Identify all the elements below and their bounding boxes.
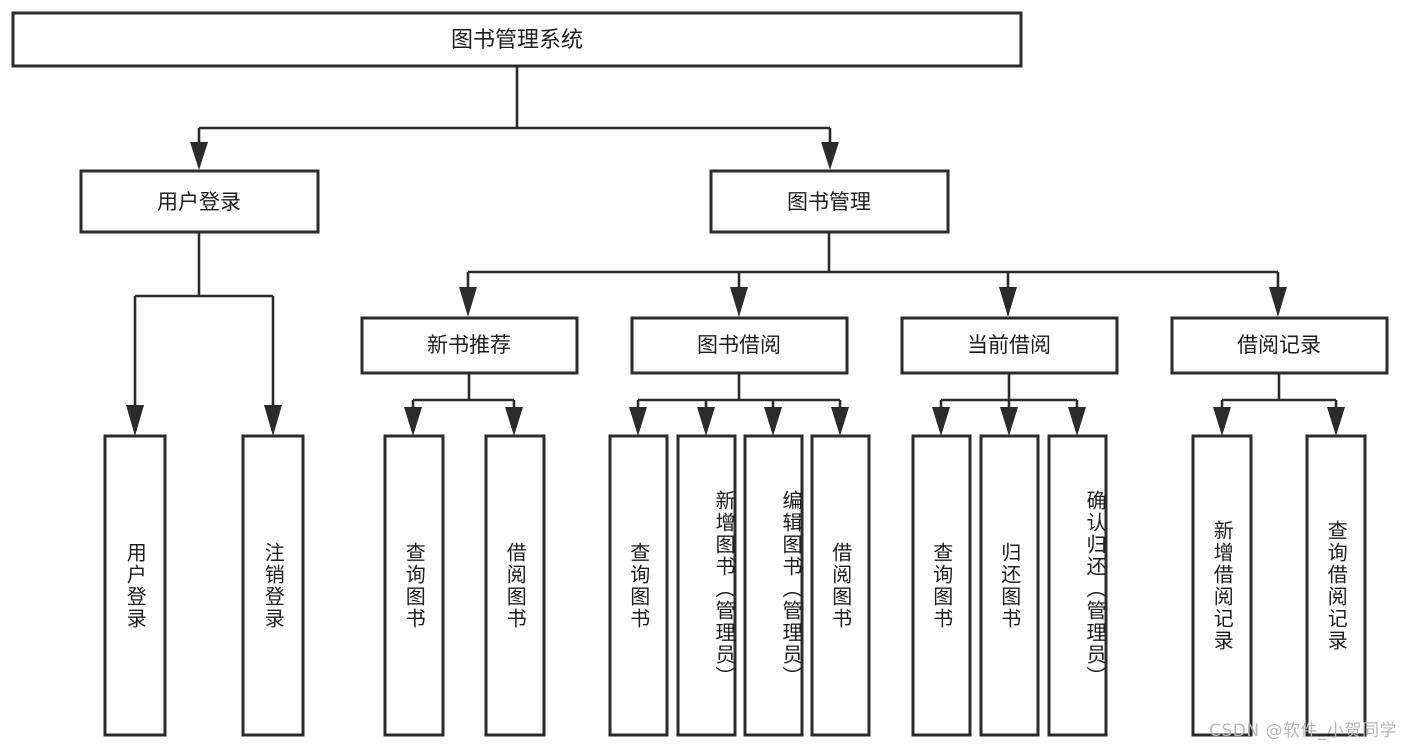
arrowhead-borrow-record (1269, 287, 1287, 317)
leaf-box-user-login[interactable] (103, 434, 167, 737)
leaf-box-add-record[interactable] (1191, 434, 1253, 737)
node-book-borrow[interactable]: 图书借阅 (630, 316, 849, 375)
borrow-record-label: 借阅记录 (1237, 333, 1321, 357)
arrowhead-leaf-query-book-3 (932, 407, 950, 436)
node-current-borrow[interactable]: 当前借阅 (900, 316, 1119, 375)
leaf-box-return-book[interactable] (979, 434, 1040, 737)
node-root[interactable]: 图书管理系统 (11, 11, 1023, 68)
arrowhead-leaf-edit-book (764, 407, 782, 436)
arrowhead-leaf-add-book (697, 407, 715, 436)
book-management-box[interactable] (709, 169, 950, 234)
arrowhead-leaf-query-book-2 (629, 407, 647, 436)
node-borrow-record[interactable]: 借阅记录 (1170, 316, 1389, 375)
root-box[interactable] (11, 11, 1023, 68)
arrowhead-leaf-user-login (126, 405, 144, 436)
borrow-record-box[interactable] (1170, 316, 1389, 375)
leaf-box-add-book[interactable] (676, 434, 737, 737)
book-borrow-label: 图书借阅 (697, 333, 781, 357)
node-new-book-recommend[interactable]: 新书推荐 (360, 316, 579, 375)
leaf-box-edit-book[interactable] (743, 434, 804, 737)
arrowhead-leaf-borrow-book-2 (831, 407, 849, 436)
leaf-box-confirm-return[interactable] (1047, 434, 1108, 737)
new-book-recommend-box[interactable] (360, 316, 579, 375)
root-label: 图书管理系统 (451, 28, 583, 53)
book-management-label: 图书管理 (787, 190, 871, 214)
arrowhead-leaf-query-record (1327, 407, 1345, 436)
current-borrow-label: 当前借阅 (967, 333, 1051, 357)
arrowhead-leaf-logout (264, 405, 282, 436)
csdn-watermark: CSDN @软件_小贺同学 (1209, 721, 1397, 741)
leaf-box-query-book-3[interactable] (911, 434, 972, 737)
leaf-box-query-record[interactable] (1305, 434, 1367, 737)
user-login-label: 用户登录 (157, 190, 241, 214)
arrowhead-leaf-borrow-book-1 (505, 407, 523, 436)
leaf-box-query-book-1[interactable] (383, 434, 445, 737)
arrowhead-new-book-recommend (459, 287, 477, 317)
leaf-box-logout[interactable] (241, 434, 305, 737)
node-user-login[interactable]: 用户登录 (79, 169, 320, 234)
arrowhead-book-borrow (730, 287, 748, 317)
leaf-box-query-book-2[interactable] (608, 434, 669, 737)
node-book-management[interactable]: 图书管理 (709, 169, 950, 234)
arrowhead-leaf-add-record (1213, 407, 1231, 436)
arrowhead-leaf-query-book-1 (404, 407, 422, 436)
leaf-box-borrow-book-2[interactable] (810, 434, 871, 737)
arrowhead-leaf-confirm-return (1068, 407, 1086, 436)
arrowhead-book-management (821, 142, 839, 170)
arrowhead-user-login (190, 142, 208, 170)
arrowhead-leaf-return-book (1000, 407, 1018, 436)
leaf-box-borrow-book-1[interactable] (484, 434, 546, 737)
book-borrow-box[interactable] (630, 316, 849, 375)
new-book-recommend-label: 新书推荐 (427, 333, 511, 357)
arrowhead-current-borrow (999, 287, 1017, 317)
current-borrow-box[interactable] (900, 316, 1119, 375)
